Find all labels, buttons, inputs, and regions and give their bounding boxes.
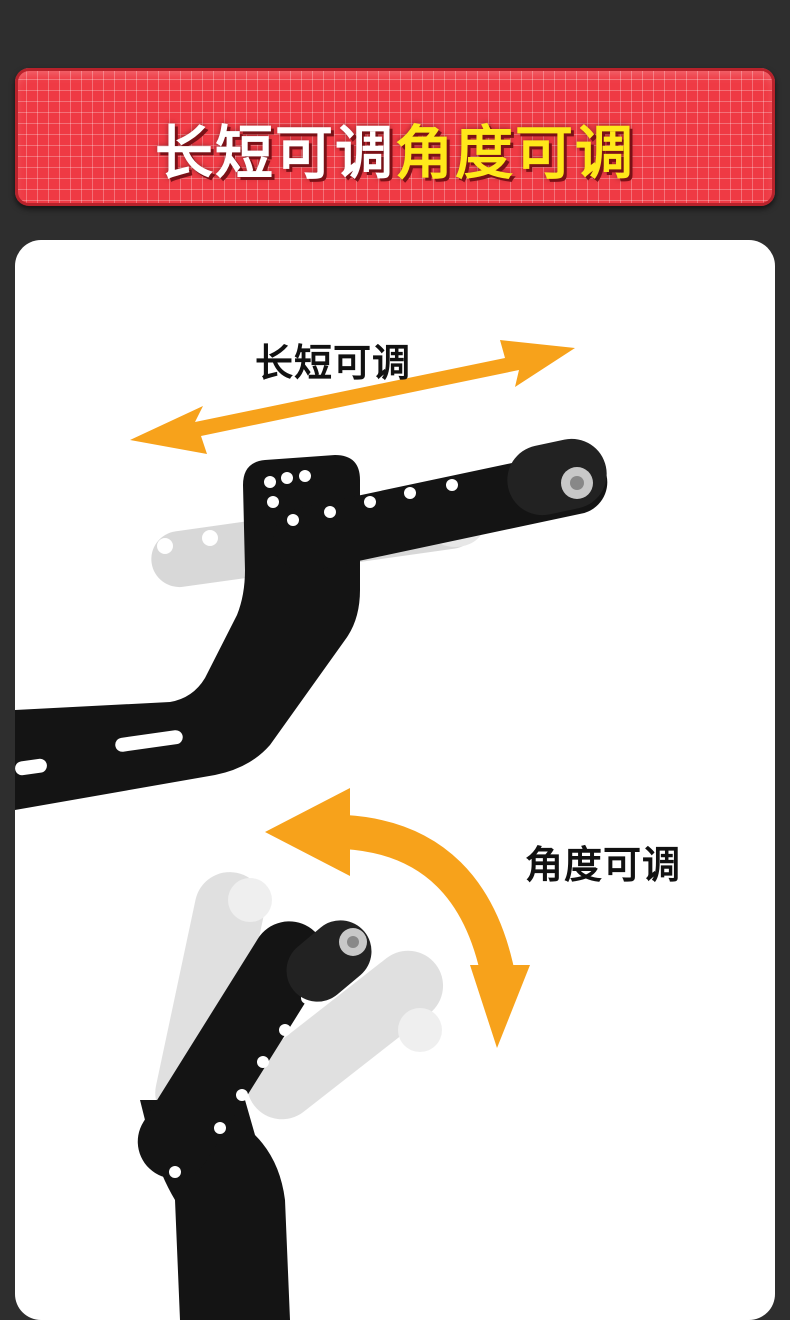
product-illustration (15, 340, 608, 1320)
product-card: 长短可调 角度可调 (15, 240, 775, 1320)
angle-adjust-label: 角度可调 (525, 843, 682, 887)
banner-title-part2: 角度可调 (395, 119, 636, 187)
banner-title-part1: 长短可调 (154, 119, 395, 187)
title-banner: 长短可调角度可调 (15, 68, 775, 206)
bracket-bottom (137, 920, 372, 1320)
banner-title: 长短可调角度可调 (15, 106, 775, 190)
ghost-arm-3 (246, 950, 444, 1120)
double-arrow-icon (130, 340, 575, 454)
length-adjust-label: 长短可调 (255, 341, 412, 385)
bracket-top (15, 438, 608, 810)
curved-double-arrow-icon (265, 788, 530, 1048)
